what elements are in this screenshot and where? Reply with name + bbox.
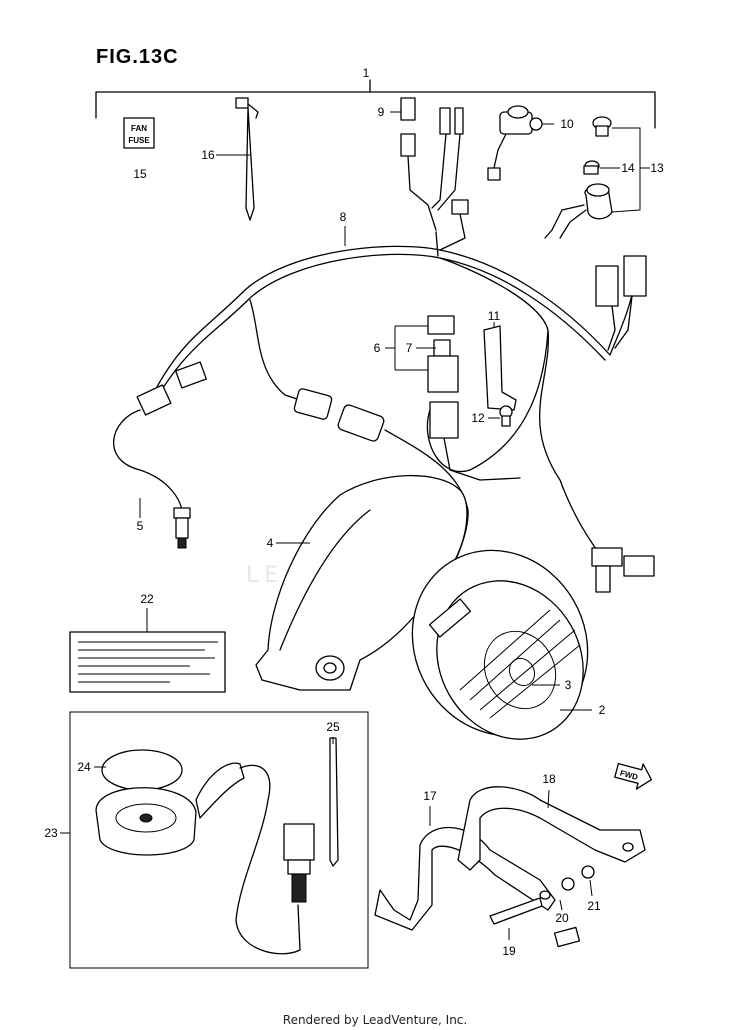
figure-title: FIG.13C — [96, 46, 179, 68]
callout-20: 20 — [555, 911, 569, 925]
callout-3: 3 — [565, 678, 572, 692]
cooling-fan-part — [411, 549, 589, 740]
leader-lines — [60, 111, 620, 940]
callout-7: 7 — [406, 341, 413, 355]
callout-13: 13 — [650, 161, 664, 175]
footer-credit: Rendered by LeadVenture, Inc. — [282, 1013, 468, 1027]
callout-11: 11 — [488, 309, 501, 323]
fuse-label-line1: FAN — [131, 124, 147, 133]
connector-parts — [544, 116, 650, 239]
callout-2: 2 — [599, 703, 606, 717]
callout-15: 15 — [133, 167, 147, 181]
callout-14: 14 — [621, 161, 635, 175]
callout-4: 4 — [267, 536, 274, 550]
fan-brackets-part — [374, 786, 646, 948]
fwd-arrow: FWD — [614, 762, 653, 790]
fuse-label-line2: FUSE — [128, 136, 150, 145]
callout-24: 24 — [77, 760, 91, 774]
label-sticker-part — [69, 631, 226, 693]
relay-bracket-parts — [427, 315, 521, 481]
callout-22: 22 — [140, 592, 154, 606]
callout-19: 19 — [502, 944, 516, 958]
callout-10: 10 — [560, 117, 574, 131]
callout-12: 12 — [471, 411, 485, 425]
sensor-kit-box — [69, 711, 369, 969]
fan-fuse-box: FAN FUSE — [123, 117, 155, 149]
callout-21: 21 — [587, 899, 601, 913]
callout-25: 25 — [326, 720, 340, 734]
wiring-harness — [112, 231, 655, 606]
assembly-bracket — [95, 79, 656, 129]
callout-18: 18 — [542, 772, 556, 786]
callout-6: 6 — [374, 341, 381, 355]
callout-16: 16 — [201, 148, 215, 162]
callout-1: 1 — [363, 66, 370, 80]
tie-strap-part — [235, 97, 259, 221]
thermo-switch-part — [177, 537, 187, 549]
callout-9: 9 — [378, 105, 385, 119]
fuse-holder-part — [400, 97, 469, 251]
callout-8: 8 — [340, 210, 347, 224]
fan-shroud-part — [255, 474, 468, 691]
callout-labels: 1 2 3 4 5 6 7 8 9 10 11 12 13 14 15 16 1… — [44, 66, 664, 958]
callout-17: 17 — [423, 789, 437, 803]
callout-5: 5 — [137, 519, 144, 533]
relay-part — [487, 105, 543, 181]
callout-23: 23 — [44, 826, 58, 840]
